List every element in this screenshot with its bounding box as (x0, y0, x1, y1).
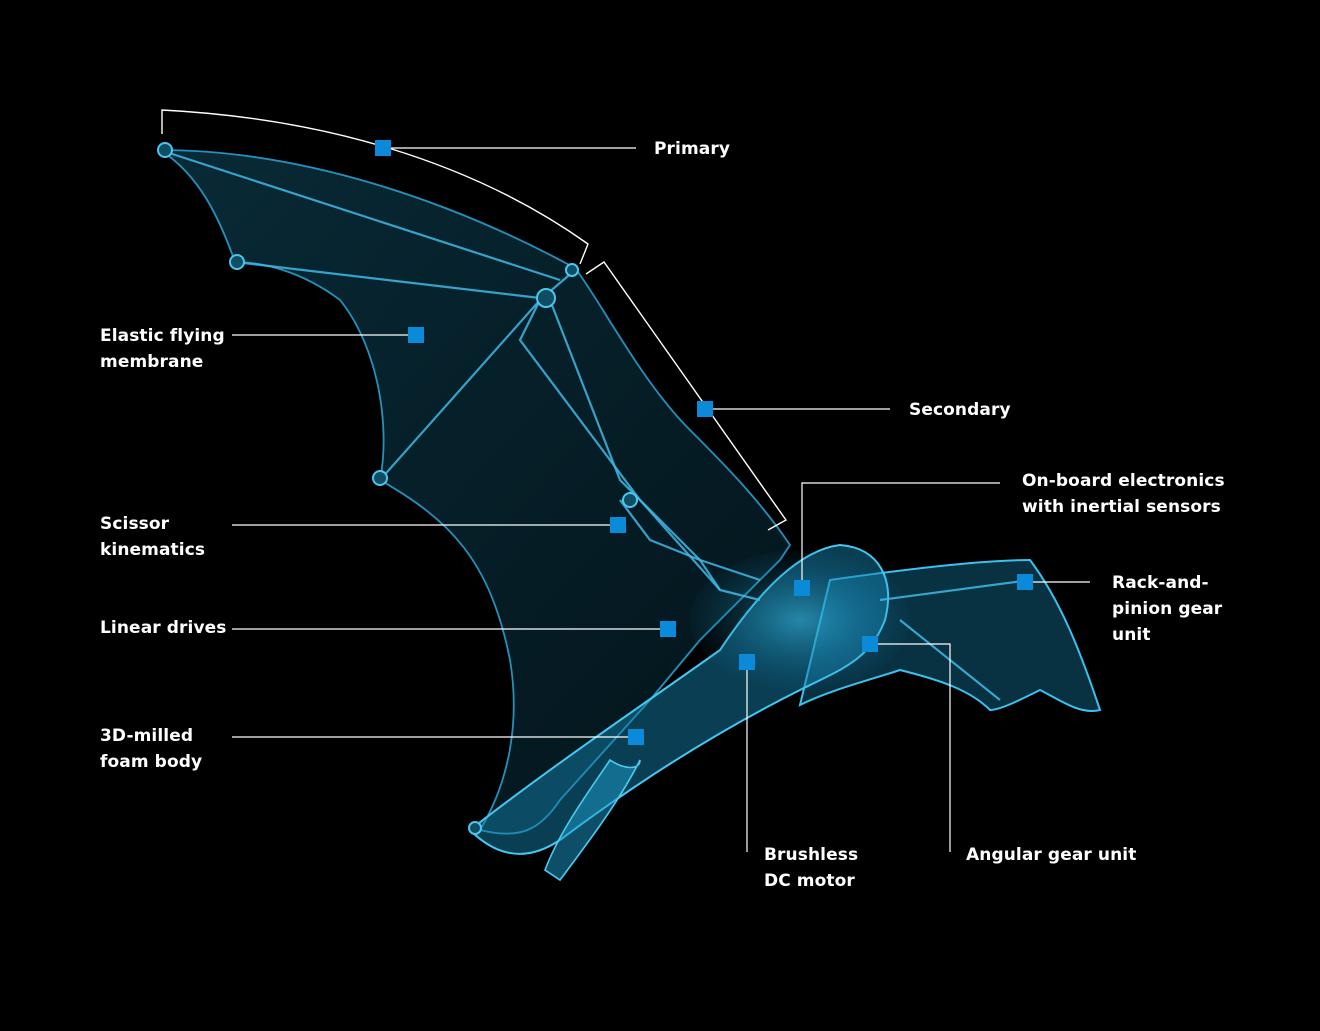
label-rack-pinion-line2: pinion gear (1112, 599, 1223, 619)
label-foam-body-line2: foam body (100, 752, 203, 772)
left-wing-membrane (156, 149, 792, 835)
label-primary: Primary (654, 139, 731, 159)
marker-foam-body (628, 729, 644, 745)
marker-primary (375, 140, 391, 156)
label-rack-pinion-line3: unit (1112, 625, 1151, 645)
label-scissor-kinematics: Scissor kinematics (100, 511, 205, 563)
label-onboard-electronics-line2: with inertial sensors (1022, 497, 1221, 517)
label-scissor-kinematics-line2: kinematics (100, 540, 206, 560)
label-brushless-motor-line1: Brushless (764, 845, 859, 865)
wing-joints (157, 142, 638, 835)
label-onboard-electronics: On-board electronics with inertial senso… (1022, 468, 1225, 520)
marker-linear-drives (660, 621, 676, 637)
label-foam-body-line1: 3D-milled (100, 726, 194, 746)
label-angular-gear: Angular gear unit (966, 845, 1137, 865)
label-rack-pinion-line1: Rack-and- (1112, 573, 1209, 593)
label-onboard-electronics-line1: On-board electronics (1022, 471, 1225, 491)
label-elastic-membrane-line1: Elastic flying (100, 326, 225, 346)
label-secondary: Secondary (909, 400, 1011, 420)
markers (375, 140, 1033, 745)
marker-rack-pinion (1017, 574, 1033, 590)
secondary-bracket (585, 261, 788, 531)
label-elastic-membrane: Elastic flying membrane (100, 323, 225, 375)
label-brushless-motor-line2: DC motor (764, 871, 855, 891)
label-foam-body: 3D-milled foam body (100, 723, 202, 775)
marker-angular-gear (862, 636, 878, 652)
label-scissor-kinematics-line1: Scissor (100, 514, 170, 534)
label-linear-drives: Linear drives (100, 618, 227, 638)
marker-brushless-motor (739, 654, 755, 670)
leg (544, 758, 641, 882)
label-brushless-motor: Brushless DC motor (764, 842, 858, 894)
label-rack-pinion: Rack-and- pinion gear unit (1112, 570, 1222, 648)
body-glow (690, 550, 910, 690)
marker-scissor-kinematics (610, 517, 626, 533)
marker-elastic-membrane (408, 327, 424, 343)
marker-onboard-electronics (794, 580, 810, 596)
label-elastic-membrane-line2: membrane (100, 352, 204, 372)
leader-lines (232, 147, 1090, 852)
marker-secondary (697, 401, 713, 417)
